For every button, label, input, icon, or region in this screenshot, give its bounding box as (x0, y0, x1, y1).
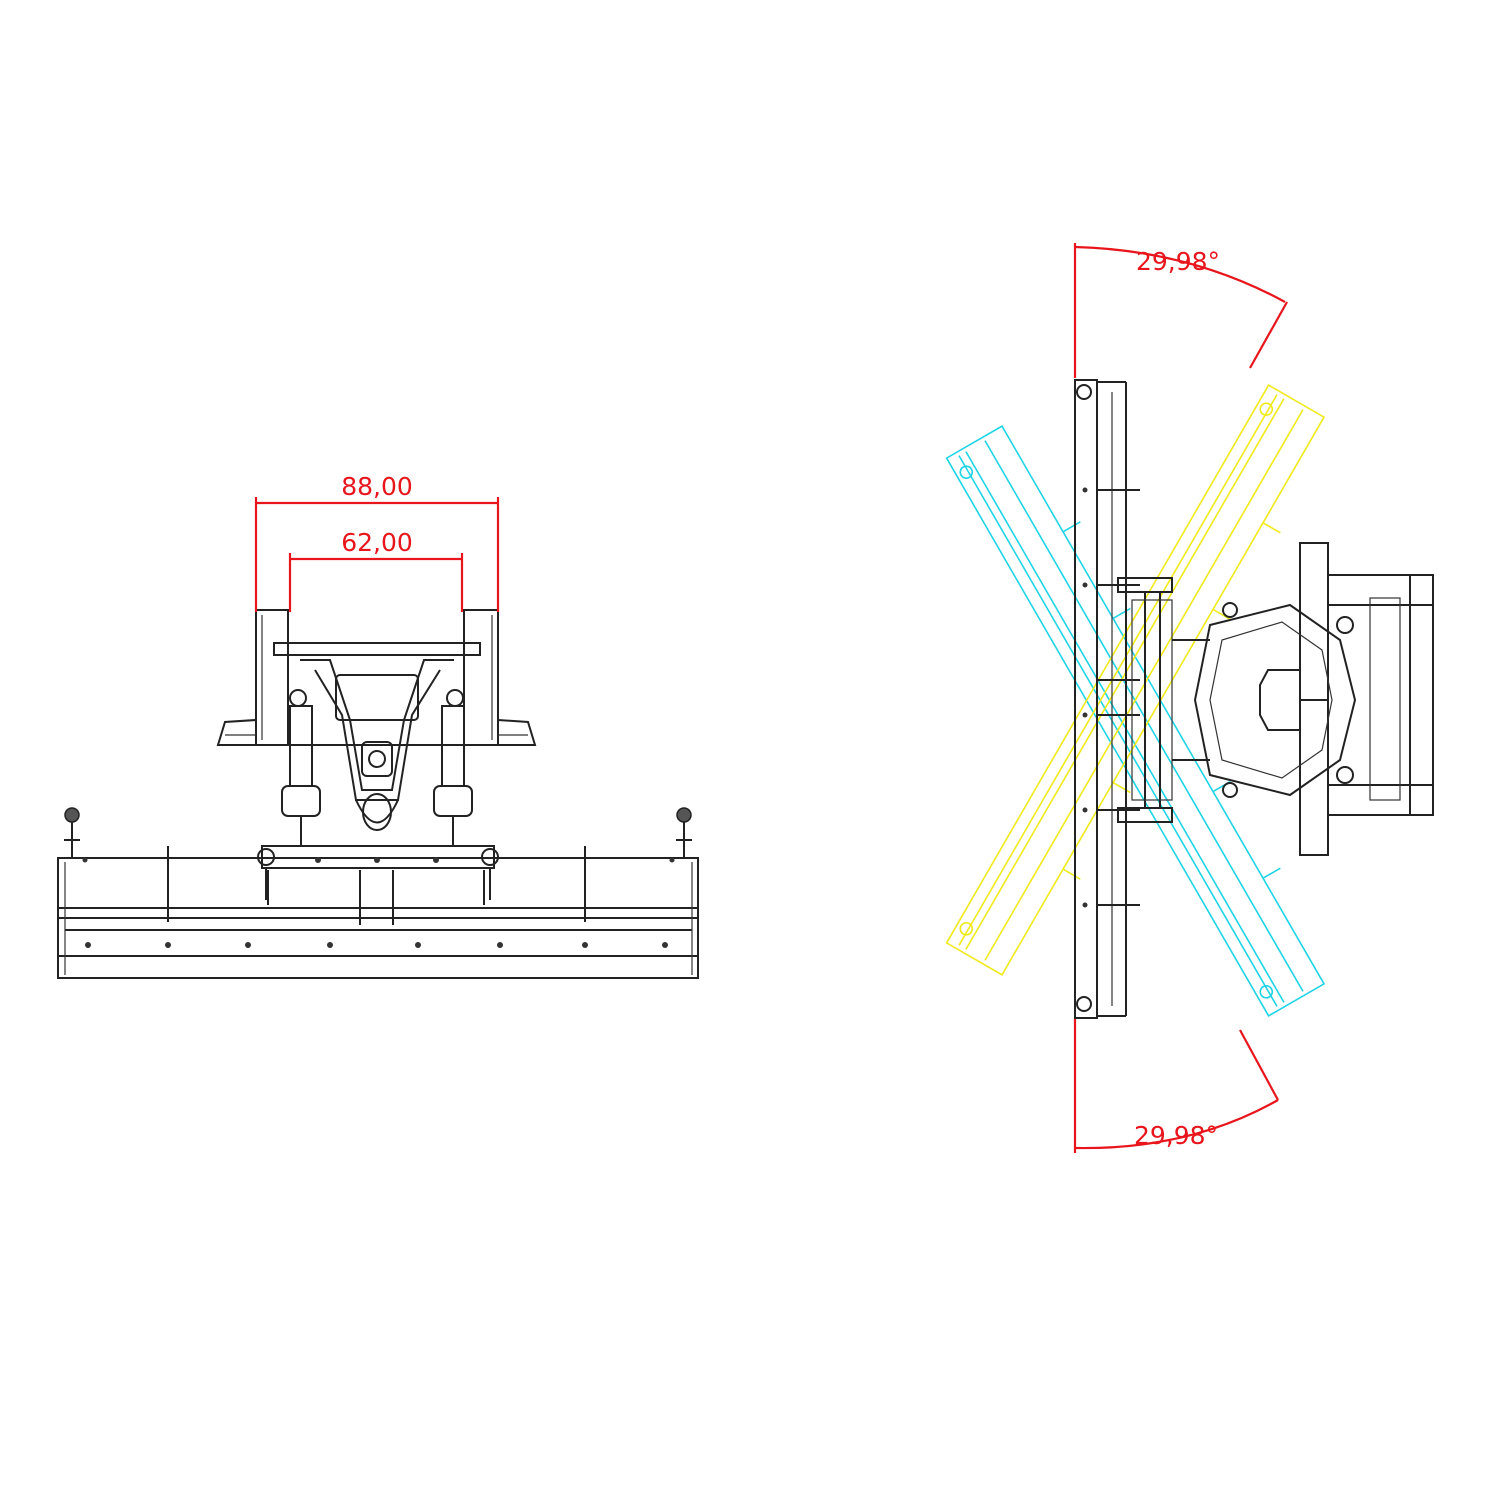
angle-dimension-bottom: 29,98° (1073, 1018, 1279, 1153)
blade-angled-left-position (945, 425, 1326, 1017)
pivot-bar (257, 845, 499, 900)
dimension-62-label: 62,00 (341, 528, 413, 557)
angle-top-label: 29,98° (1136, 247, 1220, 276)
left-hydraulic-cylinder (281, 689, 321, 846)
front-view: 88,00 62,00 (57, 472, 699, 979)
pivot-assembly (1117, 577, 1173, 823)
mount-frame-top (1299, 542, 1434, 856)
dimension-88-label: 88,00 (341, 472, 413, 501)
blade-straight-position (1074, 379, 1140, 1019)
a-frame (300, 659, 454, 831)
angle-bottom-label: 29,98° (1134, 1121, 1218, 1150)
dimension-88: 88,00 (254, 472, 500, 612)
left-blade-marker (64, 807, 80, 858)
top-view: 29,98° 29,98° (945, 243, 1434, 1153)
angle-dimension-top: 29,98° (1073, 243, 1288, 378)
plow-blade (57, 846, 699, 979)
right-blade-marker (676, 807, 692, 858)
dimension-62: 62,00 (288, 528, 464, 612)
a-frame-top (1172, 602, 1357, 798)
mount-frame (216, 609, 537, 746)
blade-angled-right-position (945, 384, 1326, 976)
right-hydraulic-cylinder (433, 689, 473, 846)
